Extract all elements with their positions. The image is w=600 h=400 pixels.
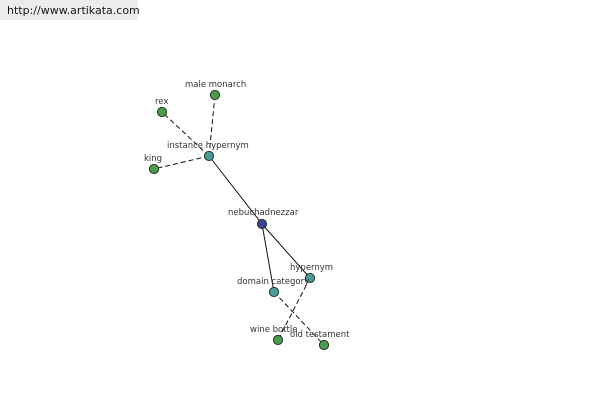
node-domain-category[interactable] (268, 286, 280, 298)
edge-instance-hypernym-to-male-monarch (208, 94, 216, 157)
node-wine-bottle[interactable] (272, 334, 284, 346)
graph-labels: nebuchadnezzar instance hypernym hypernym d… (144, 80, 350, 340)
edge-instance-hypernym-to-rex (161, 111, 210, 157)
label-old-testament[interactable]: old testament (290, 330, 350, 340)
label-domain-category[interactable]: domain category (237, 277, 309, 287)
edge-nebuchadnezzar-to-domain-category (261, 223, 275, 293)
graph-nodes (148, 89, 330, 351)
label-instance-hypernym[interactable]: instance hypernym (167, 141, 249, 151)
label-hypernym[interactable]: hypernym (290, 263, 333, 273)
edge-instance-hypernym-to-king (153, 155, 210, 170)
node-old-testament[interactable] (318, 339, 330, 351)
label-wine-bottle[interactable]: wine bottle (250, 325, 298, 335)
node-male-monarch[interactable] (209, 89, 221, 101)
label-rex[interactable]: rex (155, 97, 168, 107)
edge-nebuchadnezzar-to-hypernym (261, 223, 311, 279)
label-nebuchadnezzar[interactable]: nebuchadnezzar (228, 208, 299, 218)
node-instance-hypernym[interactable] (203, 150, 215, 162)
node-rex[interactable] (156, 106, 168, 118)
node-king[interactable] (148, 163, 160, 175)
edge-nebuchadnezzar-to-instance-hypernym (208, 155, 263, 225)
node-nebuchadnezzar[interactable] (256, 218, 268, 230)
label-king[interactable]: king (144, 154, 162, 164)
node-hypernym[interactable] (304, 272, 316, 284)
graph-edges (153, 94, 325, 346)
site-url[interactable]: http://www.artikata.com (0, 0, 140, 20)
label-male-monarch[interactable]: male monarch (185, 80, 246, 90)
edge-domain-category-to-old-testament (273, 291, 325, 346)
edge-hypernym-to-wine-bottle (277, 277, 311, 341)
